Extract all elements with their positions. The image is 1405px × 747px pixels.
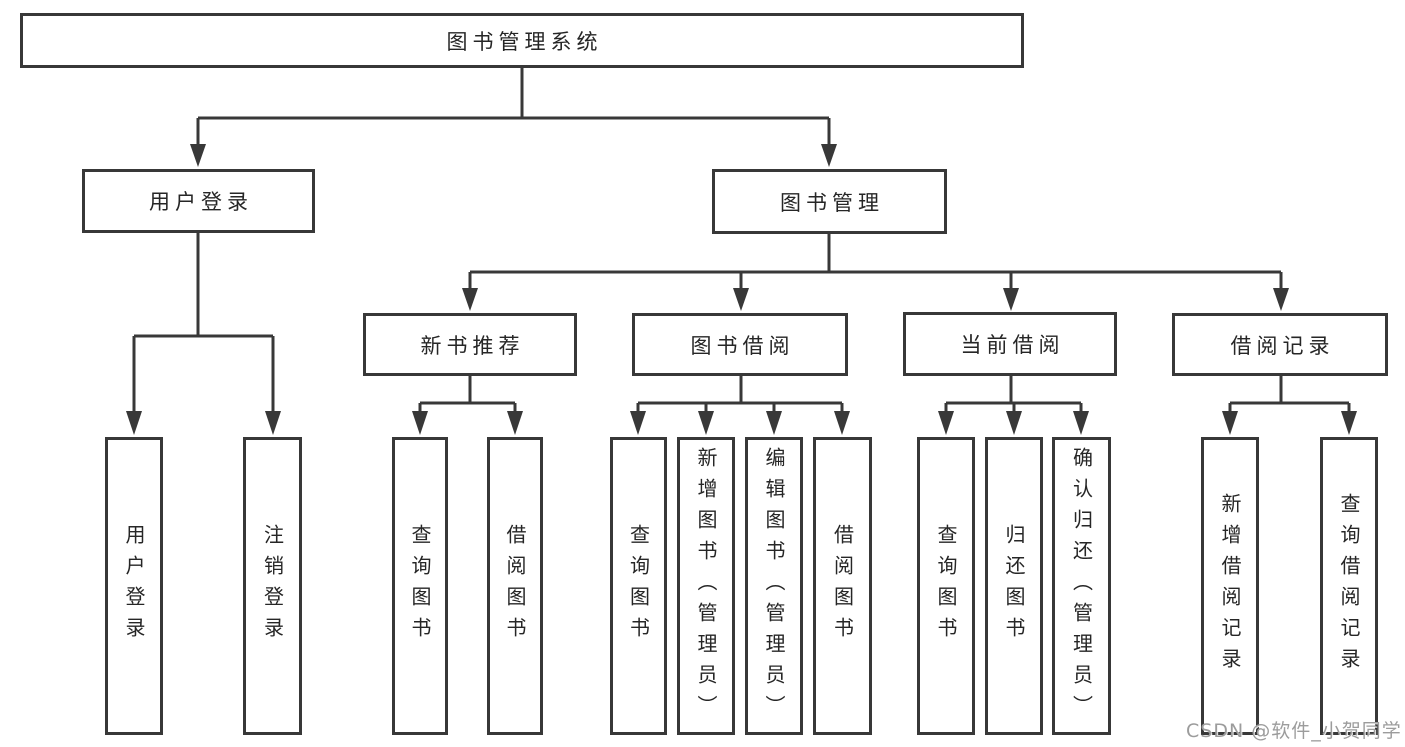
edge-book-borrow-to-leaves [630,376,850,435]
leaf-current-return-book: 归还图书 [985,437,1043,735]
node-user-login-label: 用户登录 [149,190,253,214]
leaf-borrowing-add-book-admin-label: 新增图书（管理员） [694,446,718,726]
node-current-borrowing-label: 当前借阅 [960,333,1065,357]
node-current-borrowing: 当前借阅 [903,312,1117,376]
leaf-borrowing-edit-book-admin-label: 编辑图书（管理员） [762,446,786,726]
leaf-borrowing-query-book: 查询图书 [610,437,667,735]
leaf-newrec-borrow-book: 借阅图书 [487,437,543,735]
node-user-login: 用户登录 [82,169,315,233]
edge-root-to-level1 [190,68,837,167]
node-book-management-label: 图书管理 [780,190,884,215]
csdn-watermark: CSDN @软件_小贺同学 [1186,720,1402,742]
leaf-newrec-query-book: 查询图书 [392,437,448,735]
leaf-records-query-record-label: 查询借阅记录 [1337,493,1361,679]
node-new-book-recommend-label: 新书推荐 [420,333,525,358]
node-borrow-records: 借阅记录 [1172,313,1388,376]
leaf-user-login: 用户登录 [105,437,163,735]
leaf-current-confirm-return-admin: 确认归还（管理员） [1052,437,1111,735]
leaf-borrowing-edit-book-admin: 编辑图书（管理员） [745,437,803,735]
leaf-records-query-record: 查询借阅记录 [1320,437,1378,735]
edge-new-book-rec-to-leaves [412,376,523,435]
edge-book-mgmt-to-level2 [462,233,1289,311]
leaf-borrowing-borrow-book: 借阅图书 [813,437,872,735]
leaf-borrowing-borrow-book-label: 借阅图书 [830,524,855,648]
node-root-system: 图书管理系统 [20,13,1024,68]
leaf-records-add-record-label: 新增借阅记录 [1218,493,1242,679]
node-book-borrowing-label: 图书借阅 [690,333,795,358]
edge-user-login-to-leaves [126,233,281,435]
node-book-management: 图书管理 [712,169,947,234]
leaf-newrec-borrow-book-label: 借阅图书 [503,524,527,648]
leaf-borrowing-query-book-label: 查询图书 [626,524,651,648]
edge-current-borrow-to-leaves [938,376,1089,435]
node-new-book-recommend: 新书推荐 [363,313,577,376]
leaf-borrowing-add-book-admin: 新增图书（管理员） [677,437,735,735]
leaf-current-return-book-label: 归还图书 [1002,524,1026,648]
node-borrow-records-label: 借阅记录 [1230,333,1335,358]
edge-borrow-record-to-leaves [1222,376,1357,435]
node-book-borrowing: 图书借阅 [632,313,848,376]
leaf-current-confirm-return-admin-label: 确认归还（管理员） [1069,446,1094,726]
leaf-logout: 注销登录 [243,437,302,735]
leaf-logout-label: 注销登录 [260,524,285,648]
leaf-current-query-book: 查询图书 [917,437,975,735]
leaf-newrec-query-book-label: 查询图书 [408,524,432,648]
leaf-user-login-label: 用户登录 [122,524,146,648]
leaf-current-query-book-label: 查询图书 [934,524,958,648]
leaf-records-add-record: 新增借阅记录 [1201,437,1259,735]
node-root-label: 图书管理系统 [446,29,603,54]
